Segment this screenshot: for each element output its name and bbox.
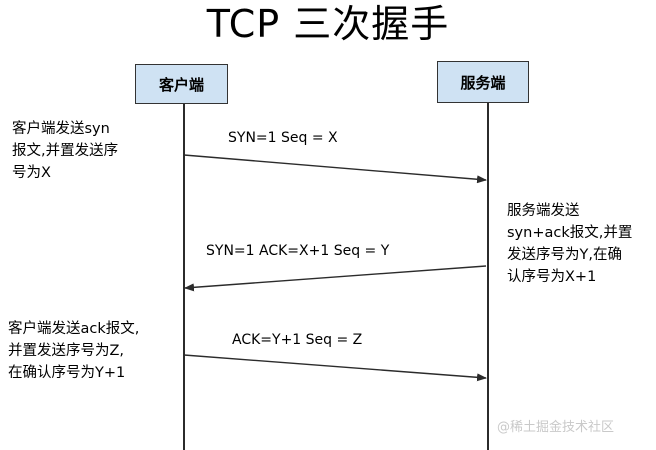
message-arrow-2 — [184, 265, 487, 292]
client-lifeline — [183, 104, 185, 450]
annotation-client-syn: 客户端发送syn 报文,并置发送序 号为X — [12, 118, 182, 184]
annotation-line: 报文,并置发送序 — [12, 143, 119, 159]
annotation-line: syn+ack报文,并置 — [507, 225, 633, 241]
annotation-line: 客户端发送ack报文, — [8, 321, 140, 337]
actor-label-client: 客户端 — [158, 75, 204, 94]
watermark: @稀土掘金技术社区 — [497, 420, 615, 435]
annotation-line: 在确认序号为Y+1 — [8, 365, 126, 381]
annotation-line: 号为X — [12, 165, 51, 181]
actor-box-server[interactable]: 服务端 — [437, 61, 529, 103]
actor-label-server: 服务端 — [460, 73, 506, 92]
page-title: TCP 三次握手 — [206, 2, 450, 46]
annotation-line: 服务端发送 — [507, 203, 580, 219]
annotation-line: 并置发送序号为Z, — [8, 343, 125, 359]
annotation-client-ack: 客户端发送ack报文, 并置发送序号为Z, 在确认序号为Y+1 — [8, 318, 188, 384]
annotation-line: 客户端发送syn — [12, 121, 110, 137]
annotation-server-synack: 服务端发送 syn+ack报文,并置 发送序号为Y,在确 认序号为X+1 — [507, 200, 656, 288]
actor-box-client[interactable]: 客户端 — [135, 64, 228, 104]
message-label-3: ACK=Y+1 Seq = Z — [232, 332, 363, 348]
server-lifeline — [487, 103, 489, 450]
message-arrow-3 — [183, 354, 487, 382]
annotation-line: 发送序号为Y,在确 — [507, 247, 622, 263]
annotation-line: 认序号为X+1 — [507, 269, 597, 285]
message-label-2: SYN=1 ACK=X+1 Seq = Y — [206, 243, 390, 259]
message-arrow-1 — [183, 154, 487, 184]
message-label-1: SYN=1 Seq = X — [228, 130, 338, 146]
